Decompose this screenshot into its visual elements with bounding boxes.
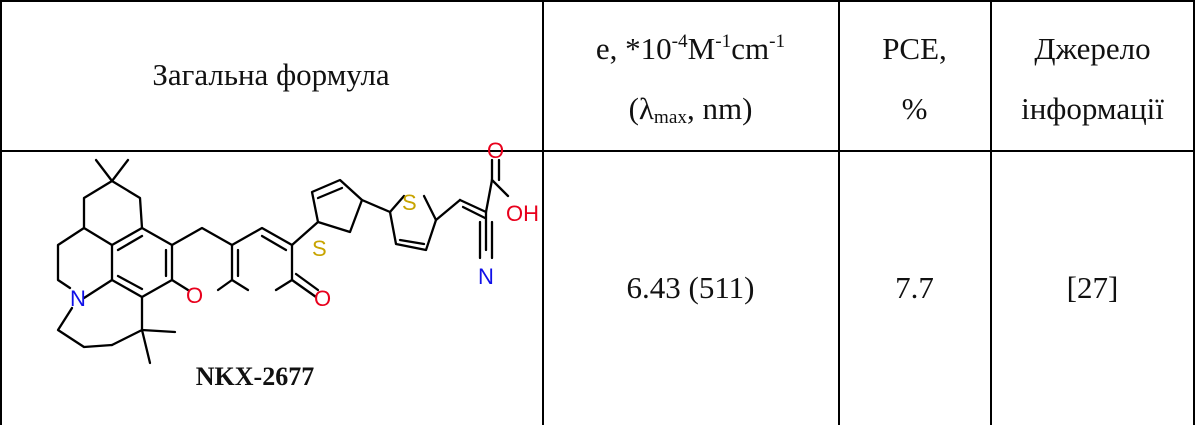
atom-o-acid-label: O <box>487 138 504 163</box>
atom-s2-label: S <box>402 190 417 215</box>
pce-value: 7.7 <box>895 270 934 305</box>
atom-s1-label: S <box>312 236 327 261</box>
compound-name: NKX-2677 <box>195 362 315 391</box>
molecule-structure: N O O S S O OH N <box>56 138 539 365</box>
header-source-line2: інформації <box>1021 91 1164 126</box>
header-source: Джерело інформації <box>991 8 1194 150</box>
atom-o-carbonyl-label: O <box>314 286 331 311</box>
top-border <box>0 0 1195 2</box>
left-border <box>0 0 2 425</box>
header-pce-line1: PCE, <box>882 31 947 66</box>
epsilon-value: 6.43 (511) <box>626 270 755 305</box>
reference-value: [27] <box>1066 270 1119 305</box>
atom-o-ring-label: O <box>186 283 203 308</box>
header-pce-line2: % <box>901 91 928 126</box>
atom-n-nitrile-label: N <box>478 264 494 289</box>
header-general-formula: Загальна формула <box>0 0 542 150</box>
col-divider-1 <box>542 0 544 425</box>
header-source-line1: Джерело <box>1034 31 1151 66</box>
col-divider-3 <box>990 0 992 425</box>
header-epsilon: e, *10-4M-1cm-1 (λmax, nm) <box>543 8 838 150</box>
header-epsilon-line2: (λmax, nm) <box>628 91 753 129</box>
header-general-formula-text: Загальна формула <box>152 57 390 92</box>
right-border <box>1193 0 1195 425</box>
atom-oh-label: OH <box>506 201 539 226</box>
atom-n-label: N <box>70 286 86 311</box>
header-pce: PCE, % <box>839 8 990 150</box>
col-divider-2 <box>838 0 840 425</box>
header-divider <box>0 150 1195 152</box>
header-epsilon-line1: e, *10-4M-1cm-1 <box>595 31 786 66</box>
